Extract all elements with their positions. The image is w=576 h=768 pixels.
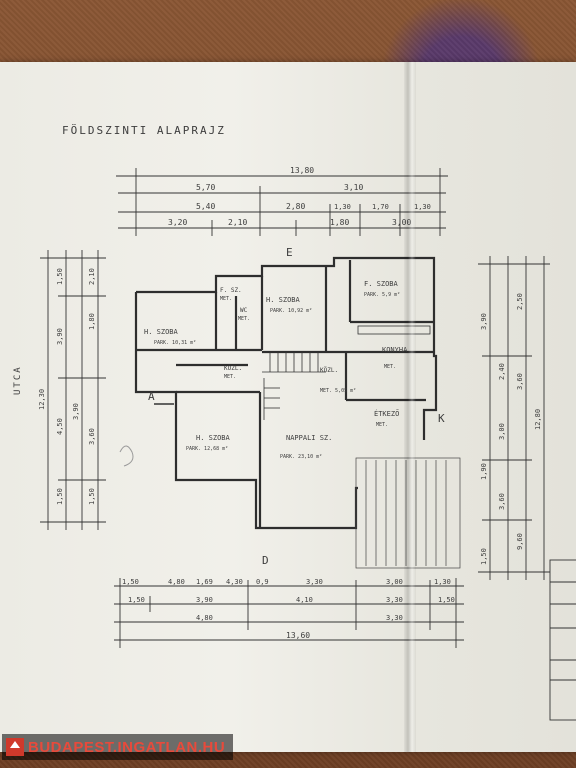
dim-right-1: 3,90 — [480, 313, 488, 330]
dim-bottom-row1-3: 4,30 — [226, 578, 243, 586]
bottom-dimension-lines — [114, 578, 464, 648]
dim-right-8: 1,50 — [480, 548, 488, 565]
dim-top-row3-b: 2,80 — [286, 202, 305, 211]
dim-left-4: 4,50 — [56, 418, 64, 435]
dim-top-row3-d: 1,70 — [372, 203, 389, 211]
paper-sheet — [0, 62, 576, 752]
plan-title: FÖLDSZINTI ALAPRAJZ — [62, 124, 226, 137]
dim-right-5: 12,80 — [534, 409, 542, 430]
room-name-2: F. SZOBA — [364, 280, 399, 288]
dim-left-3: 3,90 — [56, 328, 64, 345]
room-name-1: H. SZOBA — [266, 296, 301, 304]
dim-right-2: 2,40 — [498, 363, 506, 380]
dim-bottom-row2-2: 4,10 — [296, 596, 313, 604]
left-dimension-labels: 1,50 2,10 1,80 3,90 4,50 3,90 3,60 1,50 … — [38, 268, 96, 505]
pencil-mark — [119, 445, 134, 467]
room-area-10: PARK. 23,10 m² — [280, 454, 322, 460]
room-name-9: H. SZOBA — [196, 434, 231, 442]
dim-left-8: 1,50 — [88, 488, 96, 505]
room-labels: H. SZOBA PARK. 10,31 m² H. SZOBA PARK. 1… — [144, 280, 408, 460]
room-name-8: ÉTKEZŐ — [374, 409, 399, 418]
dim-right-3: 3,60 — [516, 373, 524, 390]
room-name-5: KÖZL. — [224, 365, 242, 372]
dim-right-6: 1,90 — [480, 463, 488, 480]
dim-bottom-row1-2: 1,69 — [196, 578, 213, 586]
room-name-4: F. SZ. — [220, 287, 242, 294]
house-logo-icon — [6, 738, 24, 756]
dim-bottom-row1-0: 1,50 — [122, 578, 139, 586]
building-walls — [134, 256, 438, 530]
dim-top-row4-d: 3,00 — [392, 218, 411, 227]
watermark-text: BUDAPEST.INGATLAN.HU — [28, 738, 226, 756]
dim-right-4: 3,00 — [498, 423, 506, 440]
dim-left-1: 2,10 — [88, 268, 96, 285]
paper-fold — [404, 62, 416, 752]
room-name-6: KÖZL. — [320, 367, 338, 374]
dim-bottom-row1-7: 1,30 — [434, 578, 451, 586]
point-label-k: K — [438, 412, 445, 425]
room-area-9: PARK. 12,68 m² — [186, 446, 228, 452]
dim-bottom-row1-5: 3,30 — [306, 578, 323, 586]
room-name-3: WC — [240, 307, 248, 314]
dim-top-row3-a: 5,40 — [196, 202, 215, 211]
room-area-6: MET. 5,05 m² — [320, 388, 356, 394]
point-labels: A E K D — [148, 246, 445, 567]
dim-left-5: 3,90 — [72, 403, 80, 420]
dim-right-9: 9,60 — [516, 533, 524, 550]
room-area-2: PARK. 5,9 m² — [364, 292, 400, 298]
dim-left-6: 3,60 — [88, 428, 96, 445]
top-dimension-lines — [116, 168, 448, 236]
dim-left-2: 1,80 — [88, 313, 96, 330]
dim-right-7: 3,60 — [498, 493, 506, 510]
dim-bottom-row2-3: 3,30 — [386, 596, 403, 604]
dim-bottom-row1-1: 4,80 — [168, 578, 185, 586]
dim-left-overall: 12,30 — [38, 389, 46, 410]
kitchen-counter — [357, 325, 431, 335]
room-area-7: MET. — [384, 364, 396, 370]
street-label: UTCA — [13, 365, 23, 395]
left-dimension-lines — [40, 250, 106, 530]
point-label-e: E — [286, 246, 293, 259]
dim-right-0: 2,50 — [516, 293, 524, 310]
dim-top-row4-a: 3,20 — [168, 218, 187, 227]
dim-bottom-row2-0: 1,50 — [128, 596, 145, 604]
room-area-4: MET. — [220, 296, 232, 302]
dim-bottom-row3-0: 4,80 — [196, 614, 213, 622]
dim-bottom-overall: 13,60 — [286, 631, 310, 640]
watermark: BUDAPEST.INGATLAN.HU — [2, 734, 234, 760]
dim-left-0: 1,50 — [56, 268, 64, 285]
right-dimension-lines — [478, 256, 550, 580]
right-dimension-labels: 2,50 3,90 2,40 3,60 3,00 12,80 1,90 3,60… — [480, 293, 542, 565]
dim-bottom-row2-4: 1,50 — [438, 596, 455, 604]
dim-bottom-row2-1: 3,90 — [196, 596, 213, 604]
staircase — [262, 352, 326, 420]
terrace — [355, 457, 461, 569]
dim-bottom-row1-6: 3,00 — [386, 578, 403, 586]
title-block — [549, 559, 576, 721]
room-area-8: MET. — [376, 422, 388, 428]
dim-top-row2-a: 5,70 — [196, 183, 215, 192]
room-name-10: NAPPALI SZ. — [286, 434, 332, 442]
room-name-0: H. SZOBA — [144, 328, 179, 336]
dim-top-row4-b: 2,10 — [228, 218, 247, 227]
dim-top-row2-b: 3,10 — [344, 183, 363, 192]
room-area-1: PARK. 10,92 m² — [270, 308, 312, 314]
dim-top-row3-e: 1,30 — [414, 203, 431, 211]
dim-bottom-row1-4: 0,9 — [256, 578, 269, 586]
dim-bottom-row3-1: 3,30 — [386, 614, 403, 622]
room-area-5: MET. — [224, 374, 236, 380]
room-area-0: PARK. 10,31 m² — [154, 340, 196, 346]
dim-top-row4-c: 1,80 — [330, 218, 349, 227]
point-label-d: D — [262, 554, 269, 567]
room-name-7: KONYHA — [382, 346, 408, 354]
dim-top-overall: 13,80 — [290, 166, 314, 175]
point-label-a: A — [148, 390, 155, 403]
dim-left-7: 1,50 — [56, 488, 64, 505]
room-area-3: MET. — [238, 316, 250, 322]
dim-top-row3-c: 1,30 — [334, 203, 351, 211]
